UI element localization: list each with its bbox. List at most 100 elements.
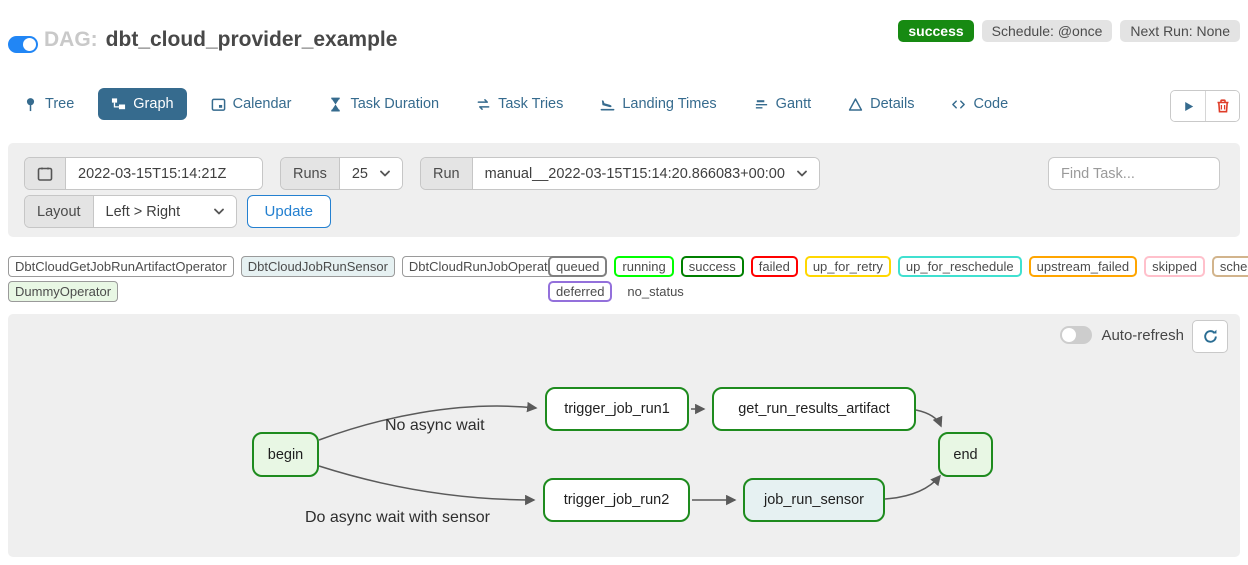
tab-label: Details [870,96,915,112]
tab-label: Landing Times [622,96,717,112]
runs-label: Runs [281,158,340,189]
calendar-icon [211,97,226,112]
run-select-value: manual__2022-03-15T15:14:20.866083+00:00 [484,165,785,182]
chevron-down-icon [797,170,807,177]
play-icon [1181,99,1196,114]
view-tabbar: Tree Graph Calendar Task Duration Task T… [10,88,1021,120]
auto-refresh-control: Auto-refresh [1060,326,1184,344]
chevron-down-icon [380,170,390,177]
status-badge: running [614,256,674,277]
tab-landing-times[interactable]: Landing Times [587,88,729,120]
trash-icon [1215,98,1231,114]
edge-begin-trigger1 [318,401,538,441]
pin-icon [23,97,38,112]
toggle-knob [1062,328,1077,342]
filter-panel: Runs 25 Run manual__2022-03-15T15:14:20.… [8,143,1240,237]
dag-actions [1170,90,1240,122]
repeat-icon [476,97,491,112]
status-badge: skipped [1144,256,1205,277]
header-badges: success Schedule: @once Next Run: None [898,20,1240,42]
tab-label: Gantt [775,96,812,112]
task-node-trigger-job-run2[interactable]: trigger_job_run2 [543,478,690,522]
tab-task-duration[interactable]: Task Duration [315,88,452,120]
base-date-group [24,157,263,190]
run-label: Run [421,158,473,189]
tab-code[interactable]: Code [938,88,1021,120]
edge-begin-trigger2 [318,465,536,506]
task-node-begin[interactable]: begin [252,432,319,477]
delete-dag-button[interactable] [1205,91,1239,121]
status-badge: no_status [627,284,684,299]
base-date-input[interactable] [66,158,262,189]
layout-select[interactable]: Left > Right [93,196,236,227]
update-button[interactable]: Update [246,195,331,228]
tab-label: Calendar [232,96,292,112]
tab-gantt[interactable]: Gantt [741,88,824,120]
calendar-addon[interactable] [25,158,66,189]
run-group: Run manual__2022-03-15T15:14:20.866083+0… [420,157,820,190]
status-badge: failed [750,256,798,277]
status-badge: success [680,256,744,277]
status-badge: queued [548,256,608,277]
calendar-icon [37,166,53,182]
status-badge: deferred [548,281,613,302]
operator-badge: DbtCloudJobRunSensor [240,256,395,277]
edge-label-async-sensor: Do async wait with sensor [305,509,490,526]
plane-landing-icon [600,97,615,112]
graph-icon [111,97,126,112]
tab-tree[interactable]: Tree [10,88,87,120]
status-badge: upstream_failed [1028,256,1138,277]
tab-task-tries[interactable]: Task Tries [463,88,576,120]
task-node-trigger-job-run1[interactable]: trigger_job_run1 [545,387,689,431]
filter-row-2: Layout Left > Right Update [24,195,331,228]
triangle-icon [848,97,863,112]
toggle-knob [23,38,36,51]
runs-group: Runs 25 [280,157,403,190]
auto-refresh-toggle[interactable] [1060,326,1093,344]
task-node-get-run-results-artifact[interactable]: get_run_results_artifact [712,387,916,431]
trigger-dag-button[interactable] [1171,91,1205,121]
runs-select-value: 25 [351,165,368,182]
dag-pause-toggle[interactable] [8,36,38,53]
operator-badge: DbtCloudGetJobRunArtifactOperator [8,256,234,277]
tab-details[interactable]: Details [835,88,927,120]
operator-legend: DbtCloudGetJobRunArtifactOperator DbtClo… [8,256,567,302]
status-legend: queued running success failed up_for_ret… [548,256,1248,302]
tab-label: Task Duration [350,96,440,112]
tab-label: Task Tries [498,96,564,112]
hourglass-icon [328,97,343,112]
task-node-job-run-sensor[interactable]: job_run_sensor [743,478,885,522]
operator-badge: DummyOperator [8,281,119,302]
tab-label: Code [973,96,1009,112]
task-node-end[interactable]: end [938,432,993,477]
header: DAG: dbt_cloud_provider_example success … [0,0,1248,70]
status-badge: scheduled [1211,256,1248,277]
tab-calendar[interactable]: Calendar [198,88,305,120]
dag-prefix-label: DAG: [44,28,98,51]
dag-name: dbt_cloud_provider_example [105,28,398,51]
dag-edges [318,401,943,506]
layout-label: Layout [25,196,94,227]
layout-group: Layout Left > Right [24,195,237,228]
gantt-icon [754,97,769,112]
chevron-down-icon [213,208,224,215]
edge-artifact-end [915,409,943,428]
auto-refresh-label: Auto-refresh [1101,326,1184,344]
legend: DbtCloudGetJobRunArtifactOperator DbtClo… [8,256,1248,302]
status-badge: up_for_reschedule [897,256,1022,277]
code-icon [951,97,966,112]
operator-badge: DbtCloudRunJobOperator [401,256,567,277]
tab-label: Tree [45,96,75,112]
tab-graph[interactable]: Graph [98,88,187,120]
schedule-badge: Schedule: @once [981,20,1113,42]
edge-sensor-end [884,474,942,500]
run-select[interactable]: manual__2022-03-15T15:14:20.866083+00:00 [472,158,819,189]
edge-label-no-async: No async wait [385,417,485,434]
runs-select[interactable]: 25 [339,158,402,189]
tab-label: Graph [133,96,174,112]
layout-select-value: Left > Right [105,203,181,220]
page-title: DAG: dbt_cloud_provider_example [44,28,397,52]
refresh-button[interactable] [1192,320,1228,353]
find-task-input[interactable] [1048,157,1220,190]
refresh-icon [1202,328,1219,345]
